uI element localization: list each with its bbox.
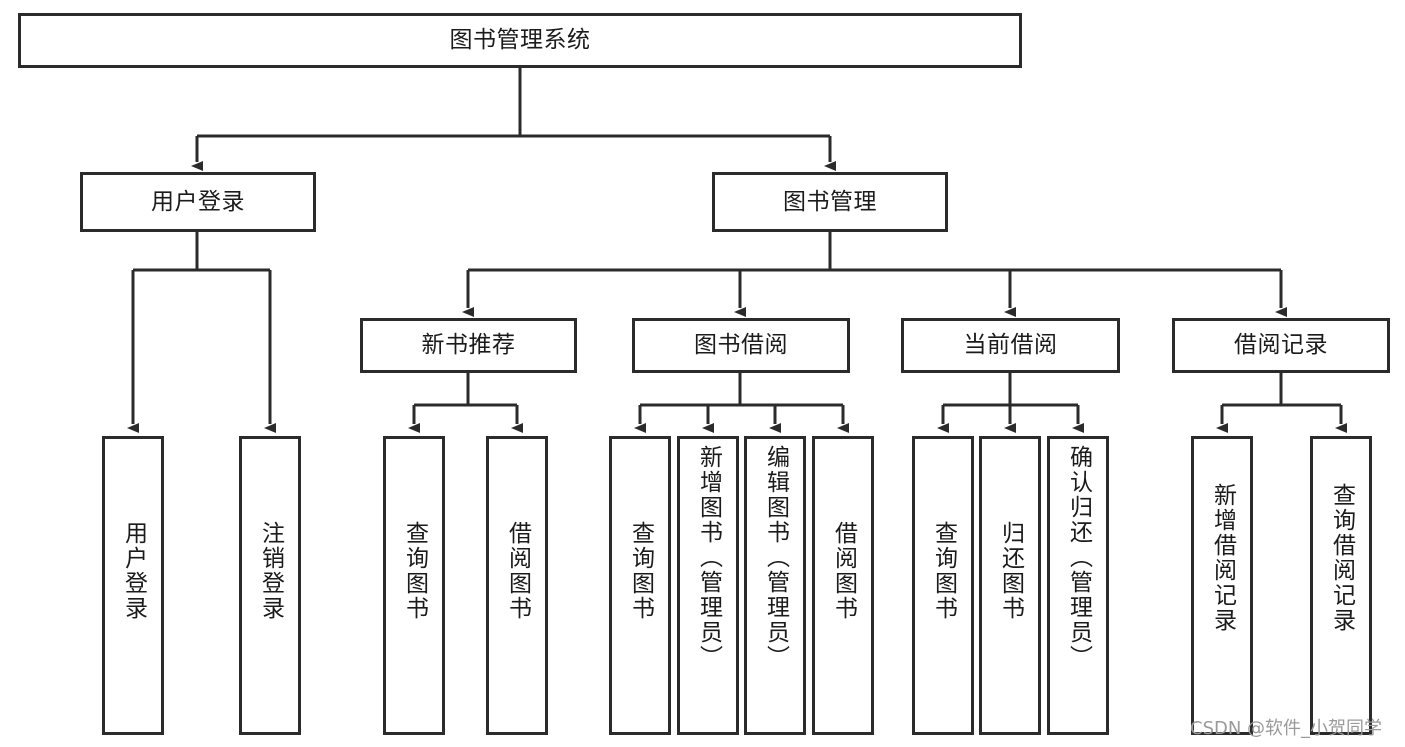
node-leaf-user-logout[interactable]: 注销登录 [239, 436, 301, 735]
node-leaf-return-book[interactable]: 归还图书 [979, 436, 1041, 735]
node-leaf-edit-book[interactable]: 编辑图书（管理员） [744, 436, 806, 735]
node-leaf-borrow-book-2[interactable]: 借阅图书 [812, 436, 874, 735]
node-user-login[interactable]: 用户登录 [80, 172, 316, 232]
node-book-manage-label: 图书管理 [783, 188, 877, 215]
node-leaf-add-record[interactable]: 新增借阅记录 [1191, 436, 1253, 735]
node-leaf-add-book[interactable]: 新增图书（管理员） [677, 436, 739, 735]
node-leaf-query-book-1-label: 查询图书 [401, 521, 428, 621]
node-leaf-query-book-3[interactable]: 查询图书 [912, 436, 974, 735]
node-borrow-record-label: 借阅记录 [1234, 332, 1328, 359]
node-leaf-add-book-label: 新增图书（管理员） [695, 445, 722, 670]
node-leaf-confirm-return[interactable]: 确认归还（管理员） [1047, 436, 1109, 735]
node-new-book-rec-label: 新书推荐 [421, 332, 516, 359]
node-leaf-user-login[interactable]: 用户登录 [102, 436, 164, 735]
node-book-manage[interactable]: 图书管理 [712, 172, 948, 232]
node-leaf-confirm-return-label: 确认归还（管理员） [1065, 445, 1092, 670]
node-leaf-query-book-3-label: 查询图书 [930, 521, 957, 621]
node-user-login-label: 用户登录 [151, 188, 245, 215]
node-leaf-borrow-book-1-label: 借阅图书 [504, 521, 531, 621]
node-leaf-user-login-label: 用户登录 [120, 521, 147, 621]
node-leaf-add-record-label: 新增借阅记录 [1209, 483, 1236, 633]
node-book-borrow-label: 图书借阅 [694, 332, 788, 359]
node-current-borrow-label: 当前借阅 [963, 332, 1058, 359]
csdn-watermark: CSDN @软件_小贺同学 [1190, 718, 1383, 739]
node-leaf-return-book-label: 归还图书 [997, 521, 1024, 621]
node-leaf-borrow-book-1[interactable]: 借阅图书 [486, 436, 548, 735]
node-leaf-query-book-2[interactable]: 查询图书 [609, 436, 671, 735]
node-book-borrow[interactable]: 图书借阅 [632, 318, 850, 373]
node-leaf-query-book-1[interactable]: 查询图书 [383, 436, 445, 735]
node-root[interactable]: 图书管理系统 [18, 13, 1022, 68]
node-borrow-record[interactable]: 借阅记录 [1172, 318, 1390, 373]
node-new-book-rec[interactable]: 新书推荐 [360, 318, 577, 373]
node-leaf-borrow-book-2-label: 借阅图书 [830, 521, 857, 621]
node-current-borrow[interactable]: 当前借阅 [901, 318, 1120, 373]
node-leaf-query-book-2-label: 查询图书 [627, 521, 654, 621]
node-leaf-edit-book-label: 编辑图书（管理员） [762, 445, 789, 670]
node-leaf-query-record[interactable]: 查询借阅记录 [1310, 436, 1372, 735]
node-leaf-user-logout-label: 注销登录 [257, 521, 284, 621]
node-leaf-query-record-label: 查询借阅记录 [1328, 483, 1355, 633]
node-root-label: 图书管理系统 [449, 27, 591, 54]
